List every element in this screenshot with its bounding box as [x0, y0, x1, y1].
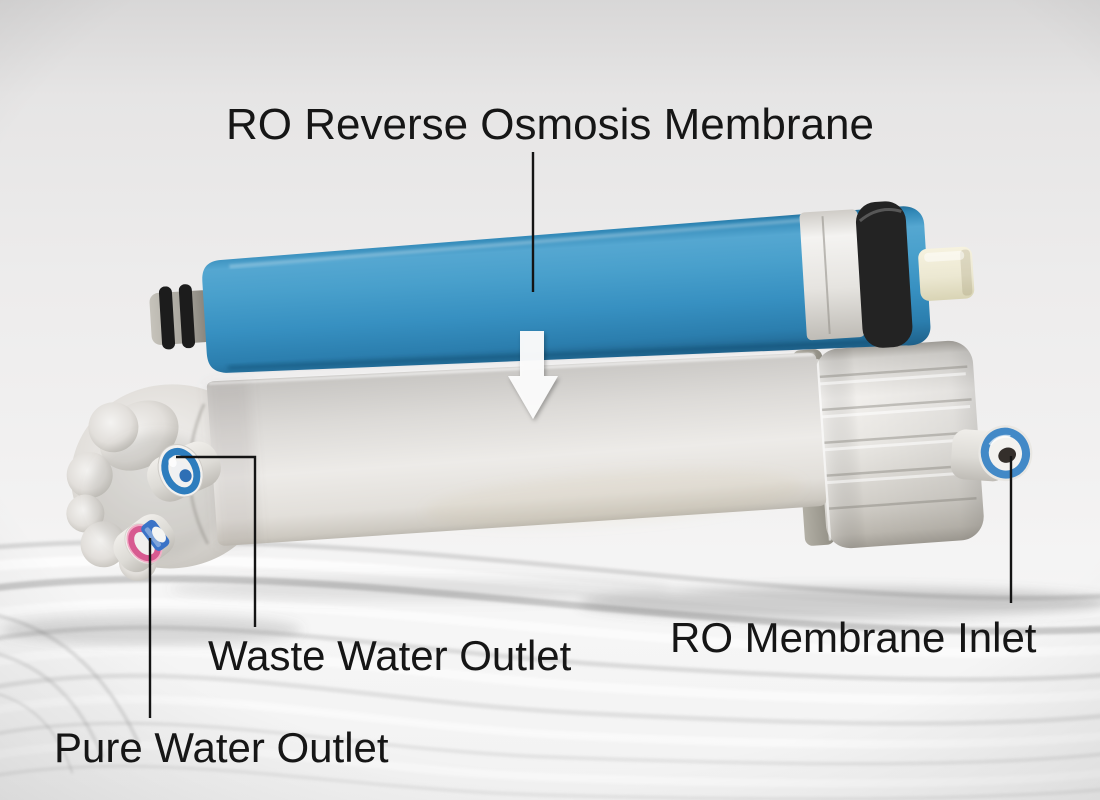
- label-membrane: RO Reverse Osmosis Membrane: [226, 100, 874, 149]
- leader-line-waste-outlet: [176, 455, 257, 627]
- label-waste-outlet: Waste Water Outlet: [208, 632, 572, 679]
- label-pure-outlet: Pure Water Outlet: [54, 724, 389, 771]
- label-inlet: RO Membrane Inlet: [670, 614, 1037, 661]
